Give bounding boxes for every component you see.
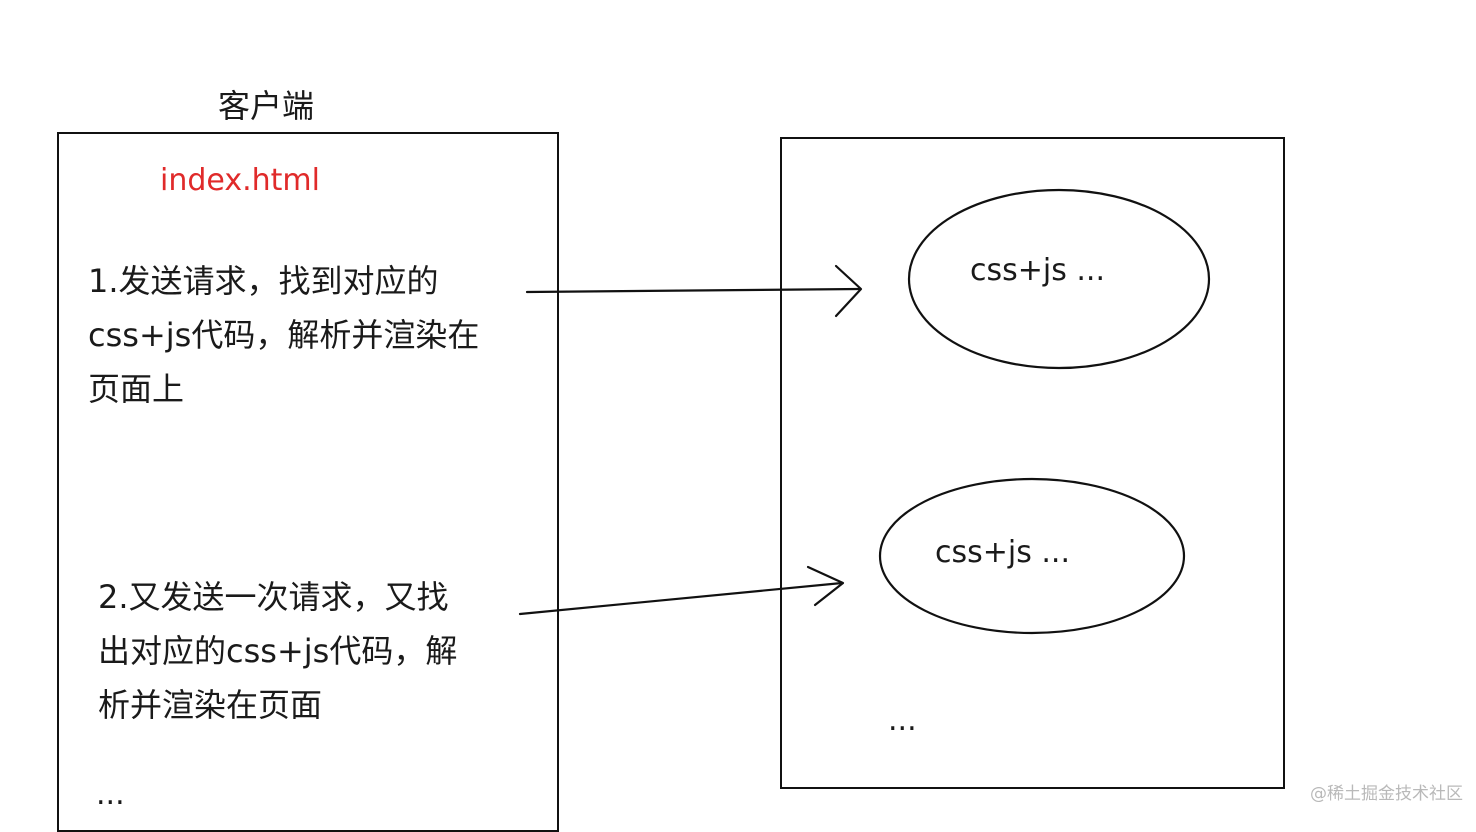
bubble-2-label: css+js ... <box>935 535 1070 570</box>
server-box <box>780 137 1285 789</box>
client-title: 客户端 <box>218 87 315 125</box>
file-name-label: index.html <box>160 163 320 198</box>
watermark: @稀土掘金技术社区 <box>1310 784 1463 804</box>
client-ellipsis: ... <box>96 777 125 812</box>
step-2-text: 2.又发送一次请求，又找 出对应的css+js代码，解 析并渲染在页面 <box>98 578 458 724</box>
step-1-text: 1.发送请求，找到对应的 css+js代码，解析并渲染在 页面上 <box>88 262 480 408</box>
bubble-1-label: css+js ... <box>970 253 1105 288</box>
server-ellipsis: ... <box>888 703 917 738</box>
